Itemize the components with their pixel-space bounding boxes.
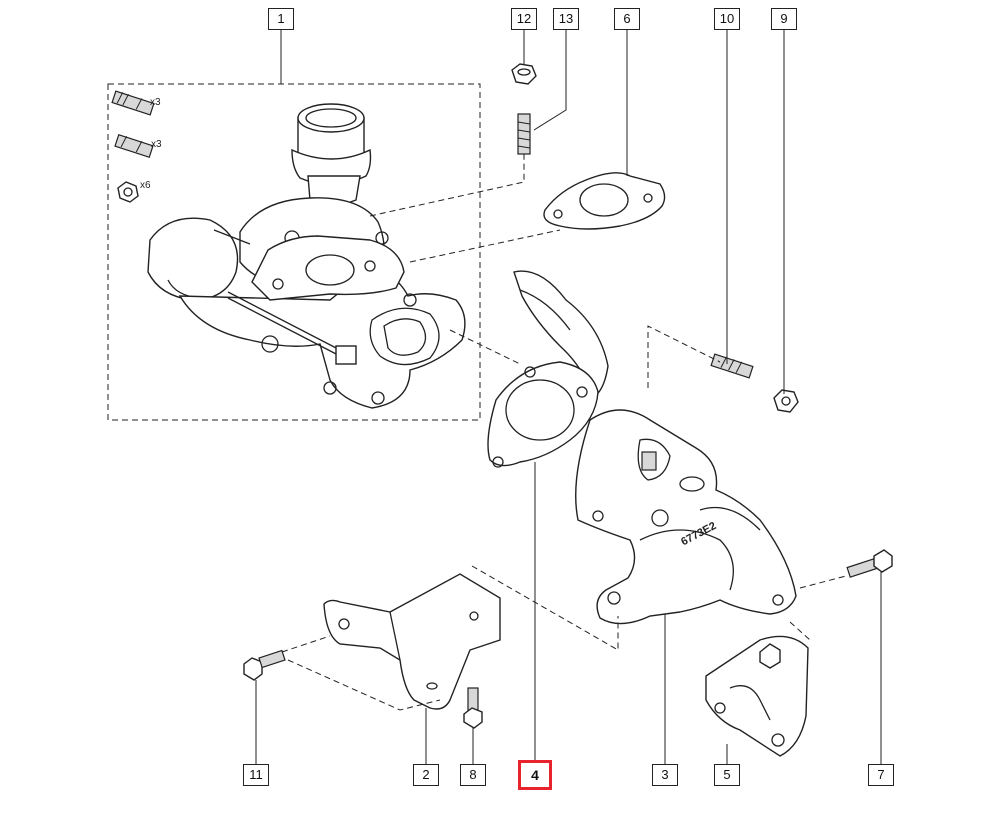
turbocharger-drawing (147, 103, 466, 409)
callout-9[interactable]: 9 (771, 8, 797, 30)
leader-13 (533, 30, 567, 131)
callout-10[interactable]: 10 (714, 8, 740, 30)
turbo-kit-boundary (107, 83, 481, 421)
callout-8[interactable]: 8 (460, 764, 486, 786)
part-9-nut-drawing (773, 389, 799, 413)
assembly-line-bolt7 (799, 575, 847, 589)
qty-long-studs: x3 (150, 97, 161, 108)
callout-5[interactable]: 5 (714, 764, 740, 786)
callout-4-highlighted[interactable]: 4 (518, 760, 552, 790)
callout-3[interactable]: 3 (652, 764, 678, 786)
callout-2[interactable]: 2 (413, 764, 439, 786)
callout-6[interactable]: 6 (614, 8, 640, 30)
callout-13[interactable]: 13 (553, 8, 579, 30)
assembly-line-kit-to-gasket6 (369, 150, 525, 217)
assembly-line-turbo-to-gasket6 (409, 229, 561, 263)
part-5-bracket-drawing (705, 635, 809, 757)
callout-11[interactable]: 11 (243, 764, 269, 786)
qty-short-studs: x3 (151, 139, 162, 150)
part-8-bolt-drawing (463, 687, 483, 729)
assembly-line-bracket5 (789, 621, 811, 641)
kit-long-stud-icon (111, 90, 155, 116)
assembly-line-bracket2-top (471, 565, 619, 651)
part-7-bolt-drawing (846, 549, 893, 578)
callout-12[interactable]: 12 (511, 8, 537, 30)
callout-7[interactable]: 7 (868, 764, 894, 786)
assembly-line-stud10 (647, 325, 721, 388)
assembly-line-turbo-to-gasket4 (449, 329, 521, 365)
part-4-heat-shield-gasket-drawing (487, 270, 609, 468)
part-13-stud-drawing (517, 113, 531, 155)
part-2-bracket-drawing (323, 573, 501, 710)
part-3-exhaust-manifold-drawing: 6773E2 (575, 409, 797, 625)
part-6-gasket-drawing (543, 172, 666, 230)
part-11-bolt-drawing (243, 649, 286, 681)
assembly-line-bracket2-low (287, 659, 441, 711)
part-12-nut-drawing (511, 63, 537, 85)
part-10-stud-drawing (710, 353, 754, 379)
callout-1[interactable]: 1 (268, 8, 294, 30)
assembly-line-bracket2-side (281, 635, 331, 653)
qty-nuts: x6 (140, 180, 151, 191)
kit-nut-icon (117, 181, 139, 203)
kit-short-stud-icon (114, 133, 154, 159)
